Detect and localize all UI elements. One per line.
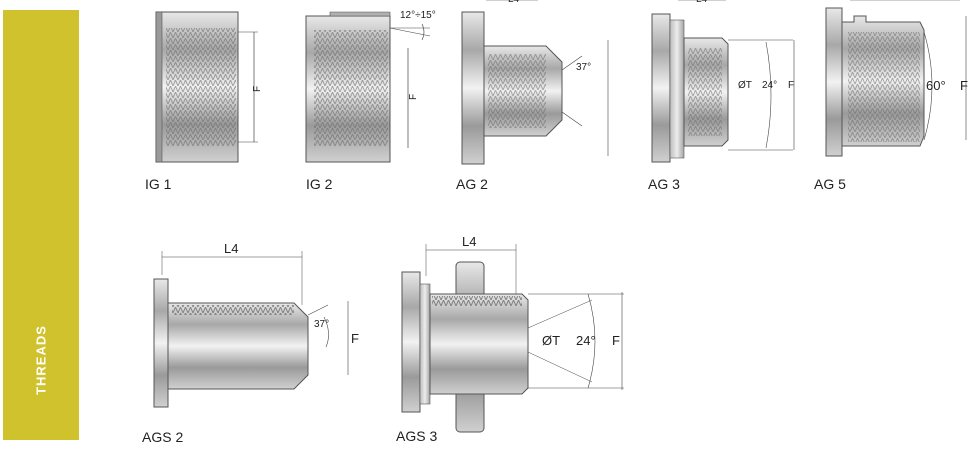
ig1-f-label: F [252, 86, 263, 92]
ags2-l4-label: L4 [224, 241, 238, 256]
ig2-angle-label: 12°÷15° [400, 10, 436, 21]
figure-ig1: F IG 1 [145, 8, 278, 192]
ags3-drawing: L4 ØT 24° F [401, 234, 624, 433]
ig1-drawing: F [155, 11, 263, 163]
figure-ag2: L4 37° AG 2 [456, 0, 618, 192]
ag3-t-label: ØT [738, 80, 752, 91]
ag3-angle-label: 24° [762, 80, 777, 91]
ag2-l4-label: L4 [508, 0, 520, 5]
ags3-l4-label: L4 [462, 234, 476, 249]
ag3-drawing: L4 ØT 24° F [651, 0, 795, 163]
ags2-caption: AGS 2 [142, 429, 184, 445]
ag5-drawing: 60° F [825, 0, 968, 157]
figure-ag5: 60° F AG 5 [814, 0, 973, 192]
ags3-angle-label: 24° [576, 333, 596, 348]
ag3-l4-label: L4 [696, 0, 708, 5]
figure-ags3: L4 ØT 24° F AGS 3 [396, 228, 636, 444]
ag2-caption: AG 2 [456, 176, 488, 192]
sidebar-label: THREADS [33, 325, 49, 395]
ig2-f-label: F [408, 94, 419, 100]
ig2-caption: IG 2 [306, 176, 333, 192]
ags2-f-label: F [351, 331, 359, 346]
ag2-angle-label: 37° [576, 62, 591, 73]
threads-sidebar-tab: THREADS [3, 10, 79, 440]
ag5-caption: AG 5 [814, 176, 846, 192]
ags2-drawing: L4 37° F [153, 241, 359, 408]
ags3-caption: AGS 3 [396, 428, 438, 444]
ags3-t-label: ØT [542, 333, 560, 348]
ags3-f-label: F [612, 333, 620, 348]
figure-ags2: L4 37° F AGS 2 [142, 235, 368, 445]
ag3-f-label: F [788, 80, 794, 91]
ag5-angle-label: 60° [926, 78, 946, 93]
ig1-caption: IG 1 [145, 176, 172, 192]
figure-ag3: L4 ØT 24° F AG 3 [648, 0, 808, 192]
ag3-caption: AG 3 [648, 176, 680, 192]
figure-ig2: 12°÷15° F IG 2 [300, 8, 440, 192]
ags2-angle-label: 37° [314, 319, 329, 330]
ag5-f-label: F [960, 78, 968, 93]
ag2-drawing: L4 37° [461, 0, 609, 165]
ig2-drawing: 12°÷15° F [305, 10, 436, 163]
